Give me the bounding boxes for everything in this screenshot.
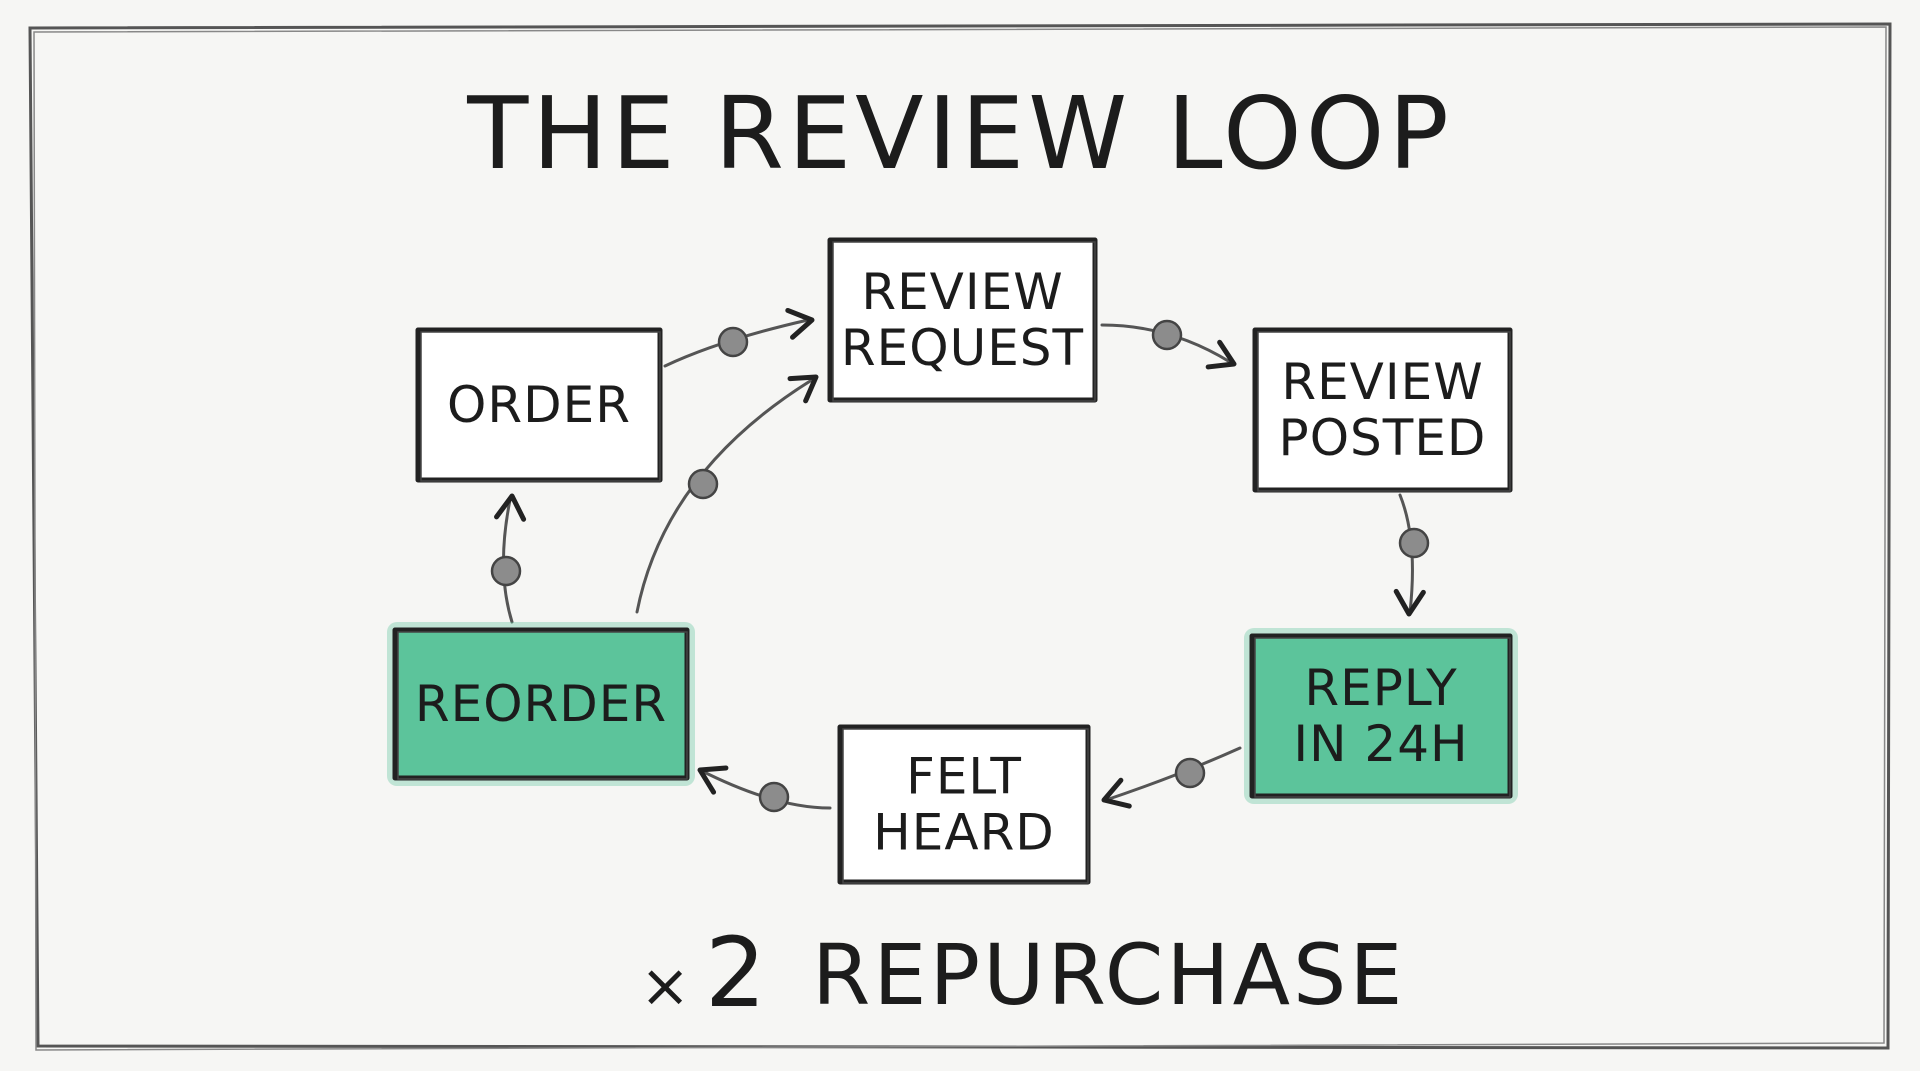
edge-reorder-to-order xyxy=(490,493,527,624)
node-box-sketch xyxy=(842,728,1089,884)
connector-dot-icon xyxy=(1398,527,1430,559)
node-label-line: HEARD xyxy=(873,804,1055,862)
node-label-line: REORDER xyxy=(415,675,667,733)
node-box-sketch xyxy=(420,331,661,482)
node-label-line: REPLY xyxy=(1304,659,1457,717)
footer-multiplier: × xyxy=(640,951,693,1021)
node-label-line: POSTED xyxy=(1279,409,1487,467)
footer-value: 2 xyxy=(705,917,769,1029)
node-box-sketch xyxy=(832,241,1096,402)
node-box xyxy=(827,237,1098,403)
node-label-line: REVIEW xyxy=(861,263,1063,321)
footer-label: REPURCHASE xyxy=(812,926,1405,1024)
edge-reorder-to-review-request xyxy=(635,374,819,614)
edge-order-to-review-request xyxy=(663,307,815,368)
node-box xyxy=(392,627,690,781)
arrowhead-icon xyxy=(697,765,729,795)
node-label-line: FELT xyxy=(906,748,1022,806)
connector-dot-icon xyxy=(717,326,749,358)
arrowhead-icon xyxy=(785,307,815,340)
node-label-line: ORDER xyxy=(447,376,631,434)
arrowhead-icon xyxy=(494,493,527,522)
node-label-line: REQUEST xyxy=(841,319,1084,377)
node-box xyxy=(1252,327,1513,493)
node-box-sketch xyxy=(1254,637,1511,798)
node-box-sketch xyxy=(397,631,688,780)
connector-dot-icon xyxy=(490,555,522,587)
arrowhead-icon xyxy=(1205,339,1237,370)
node-reorder: REORDER xyxy=(387,622,695,786)
edge-review-posted-to-reply-in-24h xyxy=(1393,493,1430,617)
edge-line xyxy=(635,376,817,614)
edges-layer xyxy=(490,307,1430,813)
outer-frame xyxy=(28,22,1892,1051)
connector-dot-icon xyxy=(1151,319,1183,351)
connector-dot-icon xyxy=(1174,757,1206,789)
footer-metric: × 2 REPURCHASE xyxy=(640,917,1405,1029)
connector-dot-icon xyxy=(687,468,719,500)
edge-reply-in-24h-to-felt-heard xyxy=(1101,746,1242,809)
node-box xyxy=(1249,633,1513,799)
node-label-line: IN 24H xyxy=(1293,715,1468,773)
edge-felt-heard-to-reorder xyxy=(697,765,832,813)
arrowhead-icon xyxy=(1101,777,1132,809)
connector-dot-icon xyxy=(758,781,790,813)
node-label-line: REVIEW xyxy=(1281,353,1483,411)
node-box-sketch xyxy=(1257,331,1511,492)
diagram-title: THE REVIEW LOOP xyxy=(466,75,1453,192)
edge-review-request-to-review-posted xyxy=(1100,319,1237,370)
node-box xyxy=(415,327,663,483)
node-order: ORDER xyxy=(415,327,663,483)
arrowhead-icon xyxy=(787,374,819,404)
edge-line xyxy=(1104,746,1242,802)
arrowhead-icon xyxy=(1393,588,1426,617)
